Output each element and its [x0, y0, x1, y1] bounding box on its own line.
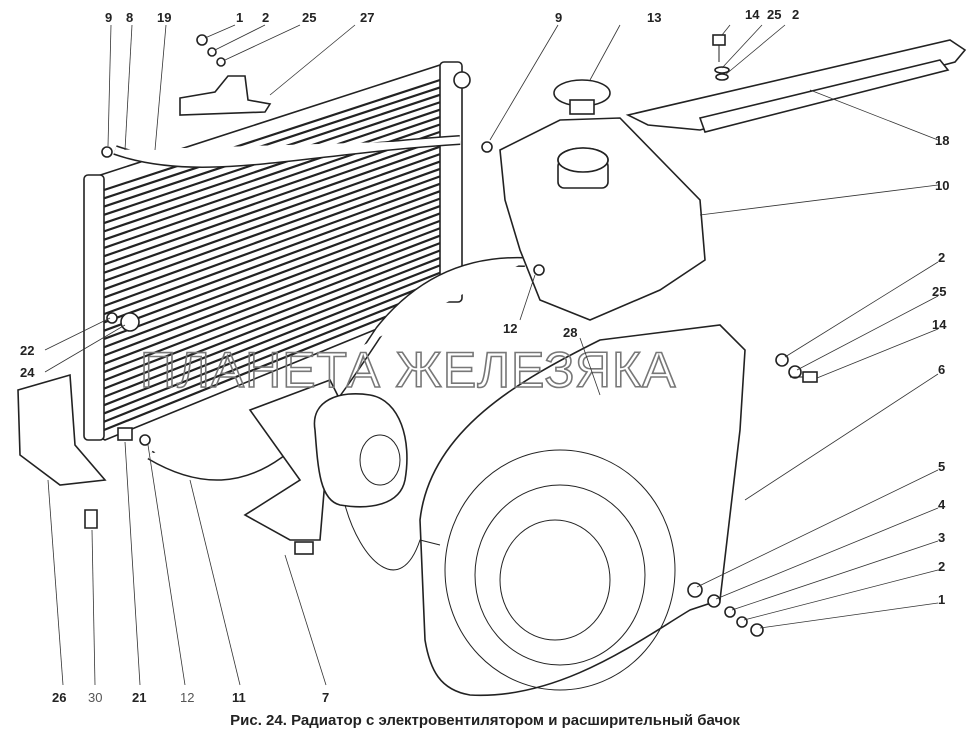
figure-caption: Рис. 24. Радиатор с электровентилятором … [230, 712, 740, 729]
radiator-fin [103, 242, 441, 374]
callout-9b: 9 [555, 10, 562, 25]
callout-2: 2 [262, 10, 269, 25]
radiator-fin [103, 271, 441, 407]
radiator-fin [103, 86, 441, 200]
motor-wire [344, 504, 441, 571]
radiator-fin [103, 286, 441, 423]
callout-22: 22 [20, 343, 34, 358]
callout-10: 10 [935, 178, 949, 193]
radiator-fin [103, 190, 441, 316]
radiator-fin [103, 116, 441, 233]
radiator-fin [103, 153, 441, 274]
callout-14: 14 [745, 7, 760, 22]
callout-19: 19 [157, 10, 171, 25]
callout-6: 6 [938, 362, 945, 377]
callout-2c: 2 [938, 250, 945, 265]
radiator-fin [103, 138, 441, 258]
callout-26: 26 [52, 690, 66, 705]
callout-12b: 12 [180, 690, 194, 705]
callout-12: 12 [503, 321, 517, 336]
radiator-fin [103, 145, 441, 266]
callout-9: 9 [105, 10, 112, 25]
callout-30: 30 [88, 690, 102, 705]
callout-25b: 25 [767, 7, 781, 22]
callout-11: 11 [232, 690, 246, 705]
radiator-fin [103, 175, 441, 299]
callout-25: 25 [302, 10, 316, 25]
side-bracket-26 [17, 373, 107, 486]
callout-27: 27 [360, 10, 374, 25]
radiator-fin [103, 249, 441, 382]
callout-8: 8 [126, 10, 133, 25]
radiator-fin [103, 234, 441, 365]
callout-2b: 2 [792, 7, 799, 22]
radiator-fin [103, 264, 441, 398]
radiator-fin [103, 279, 441, 415]
radiator-fin [103, 256, 441, 390]
leader-lines [44, 24, 939, 686]
fan-motor [313, 393, 408, 508]
radiator-fin [103, 219, 441, 349]
callout-7: 7 [322, 690, 329, 705]
callout-4: 4 [938, 497, 946, 512]
radiator-fin [103, 212, 441, 340]
radiator-fin [103, 167, 441, 291]
callout-21: 21 [132, 690, 146, 705]
radiator-fin [103, 227, 441, 357]
bracket-27 [179, 75, 272, 116]
deflector-plate-18 [625, 39, 967, 131]
radiator-fin [103, 78, 441, 192]
callout-1: 1 [236, 10, 243, 25]
callout-1b: 1 [938, 592, 945, 607]
radiator-fin [103, 160, 441, 283]
callout-labels: 9 8 19 1 2 25 27 9 13 14 25 2 18 10 2 25… [20, 7, 949, 705]
callout-13: 13 [647, 10, 661, 25]
expansion-tank [499, 117, 706, 321]
fan-shroud [419, 324, 746, 696]
callout-25c: 25 [932, 284, 946, 299]
callout-28: 28 [563, 325, 577, 340]
callout-18: 18 [935, 133, 949, 148]
watermark: ПЛАНЕТА ЖЕЛЕЗЯКА [140, 342, 676, 398]
radiator-fin [103, 108, 441, 225]
callout-3: 3 [938, 530, 945, 545]
callout-24: 24 [20, 365, 35, 380]
radiator-fin [103, 182, 441, 307]
callout-5: 5 [938, 459, 945, 474]
callout-14b: 14 [932, 317, 947, 332]
callout-2d: 2 [938, 559, 945, 574]
radiator-fin [103, 197, 441, 324]
radiator-fin [103, 293, 441, 432]
radiator-fin [103, 205, 441, 332]
